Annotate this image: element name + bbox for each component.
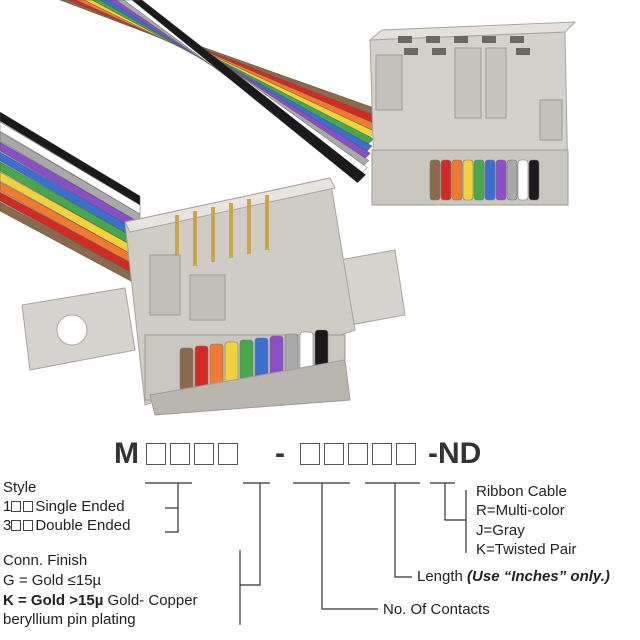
length-label: Length (Use “Inches” only.)	[417, 568, 610, 585]
wire-end	[495, 159, 507, 201]
ribbon-heading: Ribbon Cable	[476, 483, 567, 500]
socket-hole	[454, 36, 468, 43]
socket-hole	[404, 48, 418, 55]
wire-end	[473, 159, 485, 201]
length-code-box	[324, 443, 344, 465]
finish-heading: Conn. Finish	[3, 552, 88, 569]
socket-hole	[426, 36, 440, 43]
part-number-style-boxes	[146, 437, 242, 471]
ribbon-cable-upper	[59, 0, 381, 184]
cable-code-box	[396, 443, 416, 465]
ribbon-option-twisted: K=Twisted Pair	[476, 541, 577, 558]
wire-end	[179, 347, 194, 391]
part-number-length-boxes	[300, 437, 420, 471]
finish-option-g: G = Gold ≤15µ	[3, 572, 102, 589]
part-number-suffix: -ND	[428, 437, 482, 470]
finish-option-k-detail: beryllium pin plating	[3, 611, 136, 628]
product-image	[0, 0, 577, 416]
wire-end	[194, 345, 209, 389]
wire-end	[528, 159, 540, 201]
pin	[211, 207, 215, 262]
wire-end	[451, 159, 463, 201]
ribbon-option-multicolor: R=Multi-color	[476, 502, 565, 519]
socket-hole	[510, 36, 524, 43]
length-code-box	[300, 443, 320, 465]
wire-end	[429, 159, 441, 201]
socket-wire-ends	[429, 159, 540, 201]
part-number-dash: -	[275, 437, 285, 470]
style-heading: Style	[3, 479, 37, 496]
pin	[175, 215, 179, 270]
header-wire-ends	[179, 329, 329, 391]
length-code-box	[348, 443, 368, 465]
wire-end	[462, 159, 474, 201]
socket-hole	[516, 48, 530, 55]
pin	[229, 203, 233, 258]
header-pins	[175, 195, 269, 270]
socket-connector	[368, 21, 577, 206]
contacts-code-box	[218, 443, 238, 465]
length-code-box	[372, 443, 392, 465]
finish-option-k: K = Gold >15µ Gold- Copper	[3, 592, 198, 609]
socket-hole	[398, 36, 412, 43]
part-number-prefix: M	[114, 437, 139, 470]
wire-end	[517, 159, 529, 201]
wire-end	[209, 343, 224, 387]
pin	[265, 195, 269, 250]
style-code-box	[146, 443, 166, 465]
finish-code-box	[170, 443, 190, 465]
wire-end	[484, 159, 496, 201]
wire-end	[224, 341, 239, 385]
socket-hole	[432, 48, 446, 55]
ribbon-cable-left	[0, 111, 141, 287]
pin	[247, 199, 251, 254]
contacts-code-box	[194, 443, 214, 465]
header-connector	[21, 177, 406, 416]
wire-end	[506, 159, 518, 201]
wire-end	[440, 159, 452, 201]
cable-wire	[131, 0, 366, 184]
socket-hole	[482, 36, 496, 43]
contacts-label: No. Of Contacts	[383, 601, 490, 618]
ribbon-option-gray: J=Gray	[476, 522, 525, 539]
pin	[193, 211, 197, 266]
wire-end	[239, 339, 254, 383]
